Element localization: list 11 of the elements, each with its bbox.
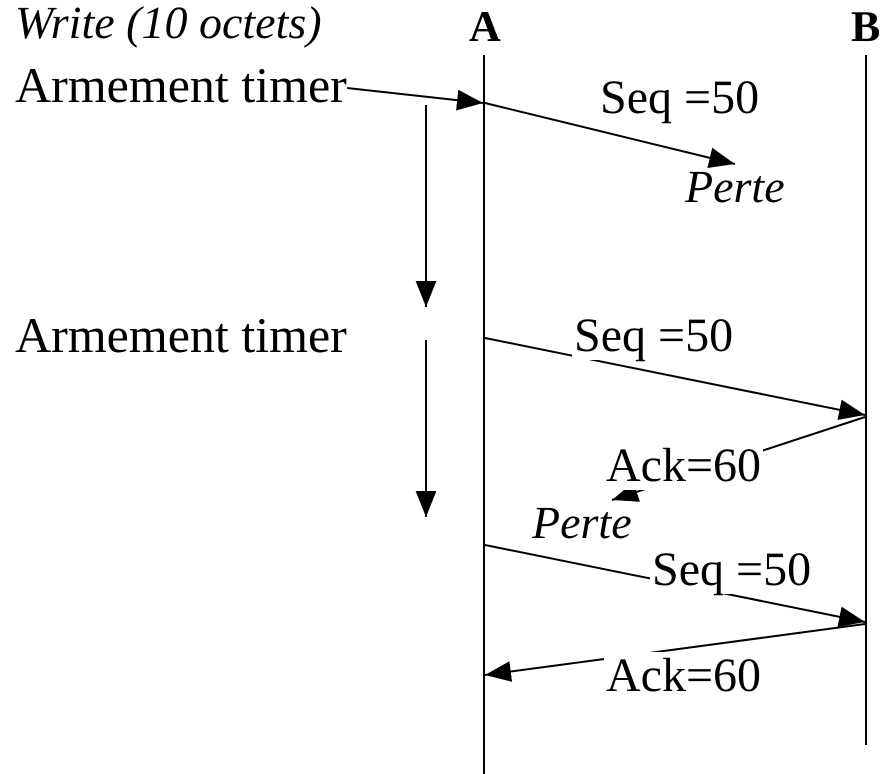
message-arrow — [484, 623, 866, 682]
lifeline-heading: A — [469, 5, 501, 49]
event-label: Write (10 octets) — [15, 0, 323, 46]
loss-label: Perte — [532, 500, 632, 546]
message-arrow — [484, 337, 866, 420]
loss-label: Perte — [685, 164, 785, 210]
event-label: Armement timer — [15, 60, 347, 110]
message-arrow — [484, 102, 736, 168]
event-label: Armement timer — [15, 310, 347, 360]
message-arrow — [346, 87, 484, 110]
lifeline-heading: B — [851, 5, 880, 49]
